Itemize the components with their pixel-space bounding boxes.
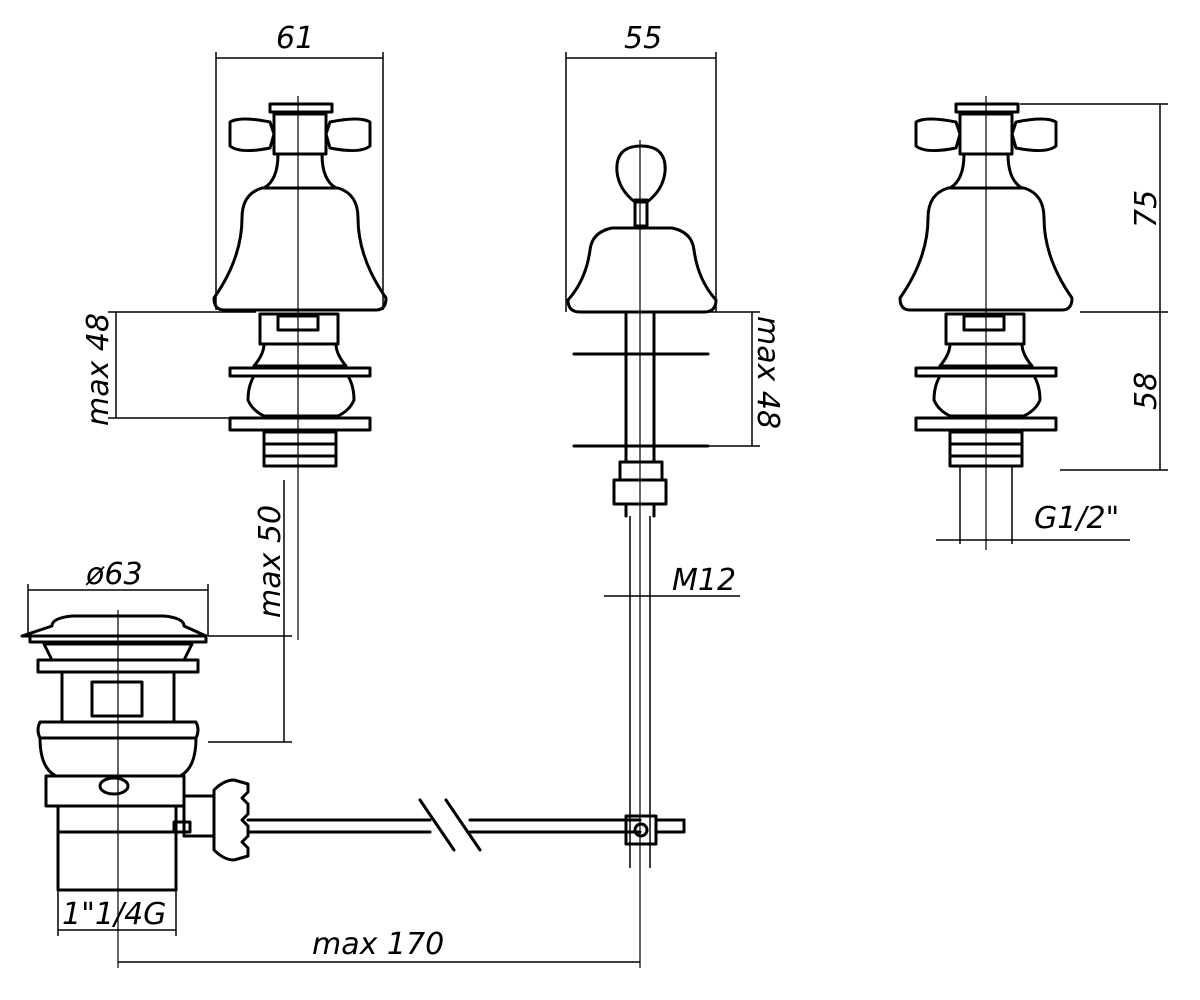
pop-up-waste [20,480,686,968]
label-waste-max-height: max 50 [253,505,288,618]
right-cross-tap [898,96,1168,550]
label-left-tap-max-depth: max 48 [81,313,116,426]
label-right-tap-thread: G1/2" [1034,501,1119,536]
label-right-tap-lower-height: 58 [1129,372,1164,410]
label-total-max-length: max 170 [312,927,444,962]
center-lever-tap [565,52,760,968]
label-lever-tap-width: 55 [624,21,662,56]
label-waste-diameter: ø63 [85,557,143,592]
label-rod-thread: M12 [672,563,736,598]
label-waste-thread: 1"1/4G [62,897,166,932]
label-right-tap-upper-height: 75 [1129,190,1164,228]
left-cross-tap [108,52,388,640]
label-lever-tap-max-depth: max 48 [750,316,785,429]
label-left-tap-width: 61 [276,21,314,56]
